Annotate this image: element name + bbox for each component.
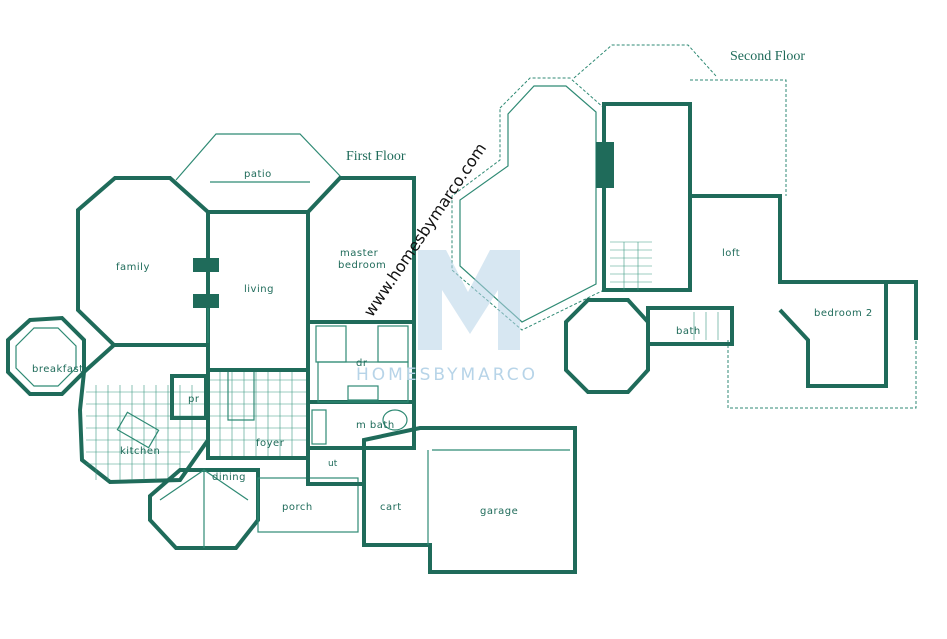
second-floor-hall-walls: [602, 102, 692, 292]
family-room-walls: [76, 176, 210, 347]
kitchen-label: kitchen: [120, 446, 160, 457]
living-label: living: [244, 284, 274, 295]
foyer-label: foyer: [256, 438, 285, 449]
fireplace-lower: [193, 294, 219, 308]
garage-label: garage: [480, 506, 518, 517]
upper-bay-outline: [573, 44, 717, 79]
watermark-logo: [418, 250, 520, 350]
first-floor-plan: [6, 133, 577, 574]
dining-label: dining: [212, 472, 246, 483]
upper-octagon-walls: [564, 298, 650, 394]
second-floor-bath-label: bath: [676, 326, 701, 337]
master-bedroom-label-line2: bedroom: [338, 260, 386, 271]
master-bedroom-label-line1: master: [340, 248, 379, 259]
powder-room-label: pr: [188, 394, 200, 405]
garage-walls: [362, 426, 577, 574]
loft-walls: [690, 194, 918, 340]
master-bath-label: m bath: [356, 420, 395, 431]
watermark-brand: HOMESBYMARCO: [356, 365, 538, 385]
kitchen-tile-grid: [86, 385, 206, 480]
second-floor-room-labels: loft bath bedroom 2: [676, 248, 873, 337]
loft-label: loft: [722, 248, 740, 259]
foyer-tile-grid: [210, 372, 306, 456]
patio-outline: [175, 133, 343, 181]
breakfast-label: breakfast: [32, 364, 84, 375]
patio-label: patio: [244, 169, 272, 180]
breakfast-nook-walls: [6, 315, 86, 396]
bedroom-2-walls: [778, 282, 888, 388]
bedroom-2-label: bedroom 2: [814, 308, 873, 319]
kitchen-walls: [77, 343, 210, 485]
master-bedroom-walls: [306, 176, 416, 430]
utility-label: ut: [328, 459, 338, 469]
porch-label: porch: [282, 502, 313, 513]
first-floor-title: First Floor: [346, 149, 406, 164]
first-floor-room-labels: patio family living master bedroom break…: [32, 169, 518, 517]
second-floor-title: Second Floor: [730, 49, 805, 64]
family-label: family: [116, 262, 150, 273]
second-floor-plan: [451, 44, 918, 409]
open-to-below-outline: [451, 77, 605, 331]
cart-label: cart: [380, 502, 402, 513]
floor-titles: First Floor Second Floor: [346, 49, 805, 164]
chimney: [596, 142, 614, 188]
dr-label: dr: [356, 358, 368, 369]
stairs: [610, 241, 652, 290]
powder-room-walls: [170, 374, 208, 420]
fireplace-upper: [193, 258, 219, 272]
